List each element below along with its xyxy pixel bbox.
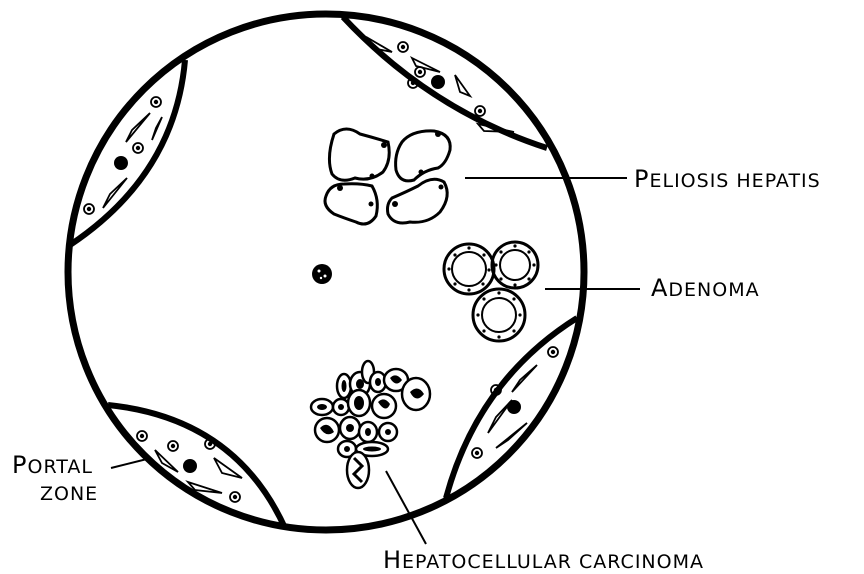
label-adenoma: ADENOMA [651, 276, 760, 301]
label-adenoma-first: A [651, 274, 668, 302]
label-hepatocellular-carcinoma: HEPATOCELLULAR CARCINOMA [383, 548, 704, 573]
portal-zone-top-left [70, 60, 185, 245]
adenoma-nodules [444, 242, 538, 341]
central-vein-icon [312, 264, 332, 284]
label-zone-text: ZONE [40, 483, 98, 505]
label-portal: PORTAL [12, 453, 93, 478]
label-carcinoma-first: H [383, 546, 402, 574]
label-peliosis-rest: ELIOSIS HEPATIS [649, 170, 820, 192]
label-peliosis-first: P [634, 165, 649, 193]
portal-zone-bottom-left [108, 405, 285, 528]
carcinoma-cluster [311, 361, 430, 488]
label-portal-rest: ORTAL [27, 456, 93, 478]
portal-zone-bottom-right [446, 318, 577, 498]
label-peliosis-hepatis: PELIOSIS HEPATIS [634, 167, 821, 192]
peliosis-cysts [325, 129, 450, 224]
label-portal-first: P [12, 451, 27, 479]
label-carcinoma-rest: EPATOCELLULAR CARCINOMA [402, 551, 704, 573]
label-zone: ZONE [40, 483, 98, 505]
portal-leader [111, 459, 147, 468]
carcinoma-leader [386, 471, 426, 544]
portal-zone-top-right [343, 17, 547, 148]
label-adenoma-rest: DENOMA [668, 279, 759, 301]
